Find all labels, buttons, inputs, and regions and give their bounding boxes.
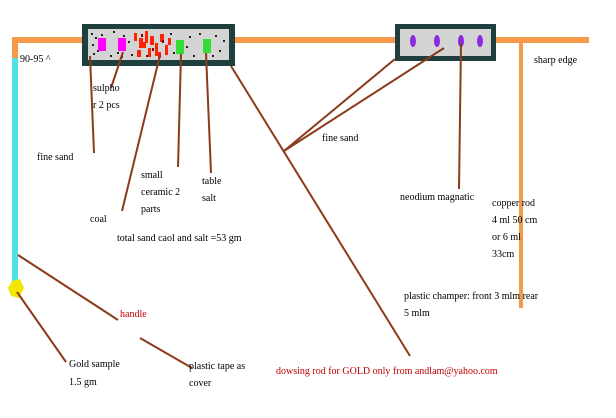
sharp-edge-label: sharp edge (534, 55, 578, 66)
neodium-magnet-1 (410, 35, 416, 47)
fine-sand-right-label: fine sand (322, 133, 359, 144)
fine-sand-left-label: fine sand (37, 152, 74, 163)
copper-rod-top (14, 37, 589, 43)
neodium-label: neodium magnatic (400, 192, 475, 203)
sulpho-qty-label: r 2 pcs (93, 100, 120, 111)
salt-piece-2 (203, 39, 211, 53)
neodium-magnet-4 (477, 35, 483, 47)
leader-lines (16, 42, 462, 369)
leader-coal (121, 54, 161, 212)
copper-label-1: copper rod (492, 198, 536, 209)
copper-label-4: 33cm (492, 249, 515, 260)
leader-fine-sand-right-a (283, 58, 396, 152)
right-chamber (395, 24, 496, 61)
angle-label: 90-95 ^ (20, 54, 51, 65)
tape-label-2: cover (189, 378, 212, 389)
small-label: small (141, 170, 163, 181)
handle-label: handle (120, 309, 147, 320)
salt-piece-1 (176, 40, 184, 54)
ceramic-label: ceramic 2 (141, 187, 181, 198)
total-label: total sand caol and salt =53 gm (117, 233, 242, 244)
leader-sulpho (110, 51, 124, 89)
salt-label: salt (202, 193, 216, 204)
leader-salt (205, 52, 212, 174)
copper-rod-tip (519, 43, 523, 308)
handle-rod (12, 58, 18, 283)
table-label: table (202, 176, 222, 187)
leader-gold (16, 291, 67, 363)
copper-label-2: 4 ml 50 cm (492, 215, 538, 226)
leader-plastic-chamber (230, 65, 411, 357)
leader-fine-sand-right-b (283, 47, 445, 152)
leader-handle (17, 254, 119, 321)
neodium-magnet-2 (434, 35, 440, 47)
copper-label-3: or 6 ml (492, 232, 521, 243)
parts-label: parts (141, 204, 161, 215)
credit-label: dowsing rod for GOLD only from andlam@ya… (276, 366, 498, 377)
coal-dark-specks (141, 34, 164, 57)
neodium-magnet-3 (458, 35, 464, 47)
gold-sample (8, 279, 24, 298)
plastic-chamber-label-1: plastic champer: front 3 mlm rear (404, 291, 539, 302)
sulpho-piece-2 (118, 38, 126, 51)
sulpho-label: sulpho (93, 83, 120, 94)
leader-fine-sand-left (89, 55, 95, 154)
gold-sample-label-1: Gold sample (69, 359, 120, 370)
gold-sample-label-2: 1.5 gm (69, 377, 97, 388)
sulpho-piece-1 (98, 38, 106, 51)
plastic-chamber-label-2: 5 mlm (404, 308, 430, 319)
rod-elbow (12, 37, 18, 59)
tape-label-1: plastic tape as (189, 361, 246, 372)
coal-label: coal (90, 214, 107, 225)
leader-tape (139, 337, 193, 369)
leader-ceramic (177, 53, 182, 168)
leader-neodium (458, 42, 462, 190)
